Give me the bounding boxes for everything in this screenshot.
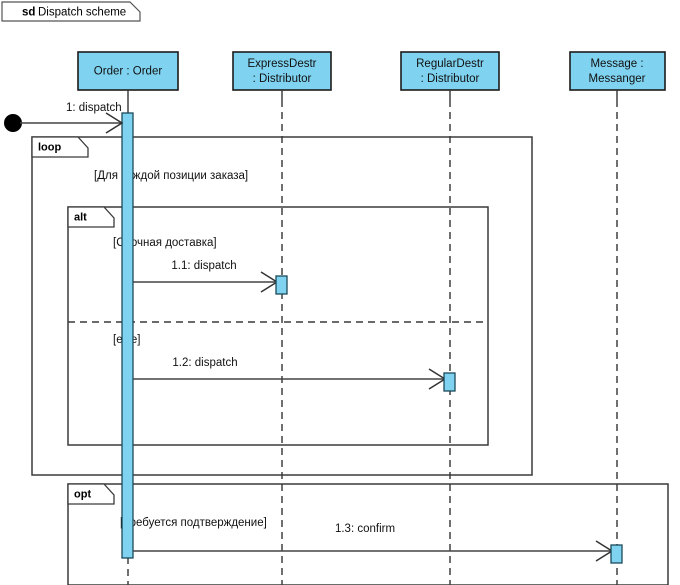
activation-regular[interactable] bbox=[443, 372, 456, 392]
page-title: Dispatch scheme bbox=[38, 7, 126, 19]
fragment-loop-tab bbox=[31, 136, 89, 158]
lifeline-regular[interactable]: RegularDestr : Distributor bbox=[400, 51, 500, 91]
message-12-label: 1.2: dispatch bbox=[172, 357, 237, 369]
lifeline-express-label-1: ExpressDestr bbox=[247, 58, 316, 70]
lifeline-order[interactable]: Order : Order bbox=[77, 51, 179, 91]
lifeline-head-order[interactable] bbox=[77, 51, 179, 91]
lifeline-messenger[interactable]: Message : Messanger bbox=[569, 51, 666, 91]
message-12-dispatch[interactable]: 1.2: dispatch bbox=[133, 357, 456, 392]
fragment-opt-border bbox=[67, 483, 669, 585]
fragment-opt[interactable]: opt [Требуется подтверждение] bbox=[67, 483, 669, 585]
message-1-label: 1: dispatch bbox=[66, 102, 122, 114]
diagram-title-tab: sd Dispatch scheme bbox=[1, 1, 141, 22]
fragment-opt-operator: opt bbox=[74, 488, 91, 500]
fragment-loop-operator: loop bbox=[38, 141, 61, 153]
fragment-opt-tab bbox=[67, 483, 115, 505]
fragment-alt-operator: alt bbox=[74, 211, 87, 223]
fragment-alt-guard-1: [Срочная доставка] bbox=[113, 237, 217, 249]
start-node-icon bbox=[4, 114, 22, 132]
lifeline-order-label-1: Order : Order bbox=[94, 66, 163, 78]
lifeline-head-regular[interactable] bbox=[400, 51, 500, 91]
lifeline-express[interactable]: ExpressDestr : Distributor bbox=[232, 51, 332, 91]
message-1-arrowhead-icon bbox=[105, 112, 124, 134]
fragment-loop-guard: [Для каждой позиции заказа] bbox=[94, 170, 248, 182]
lifeline-head-messenger[interactable] bbox=[569, 51, 666, 91]
message-1-dispatch[interactable]: 1: dispatch bbox=[4, 102, 124, 134]
lifeline-messenger-label-2: Messanger bbox=[589, 73, 646, 85]
lifeline-messenger-label-1: Message : bbox=[590, 58, 643, 70]
message-11-dispatch[interactable]: 1.1: dispatch bbox=[133, 260, 288, 295]
activation-messenger[interactable] bbox=[610, 544, 623, 564]
message-13-confirm[interactable]: 1.3: confirm bbox=[133, 523, 623, 564]
lifeline-regular-label-2: : Distributor bbox=[421, 73, 480, 85]
lifeline-regular-label-1: RegularDestr bbox=[416, 58, 484, 70]
fragment-alt-border bbox=[67, 206, 489, 446]
fragment-loop-border bbox=[31, 136, 533, 476]
title-keyword: sd bbox=[22, 7, 35, 19]
activation-express[interactable] bbox=[275, 275, 288, 295]
lifeline-express-label-2: : Distributor bbox=[253, 73, 312, 85]
fragment-opt-guard: [Требуется подтверждение] bbox=[120, 517, 267, 529]
fragment-alt-tab bbox=[67, 206, 115, 228]
title-tab-shape bbox=[1, 1, 141, 22]
message-11-label: 1.1: dispatch bbox=[171, 260, 236, 272]
activation-order[interactable] bbox=[121, 112, 134, 559]
message-13-label: 1.3: confirm bbox=[335, 523, 395, 535]
